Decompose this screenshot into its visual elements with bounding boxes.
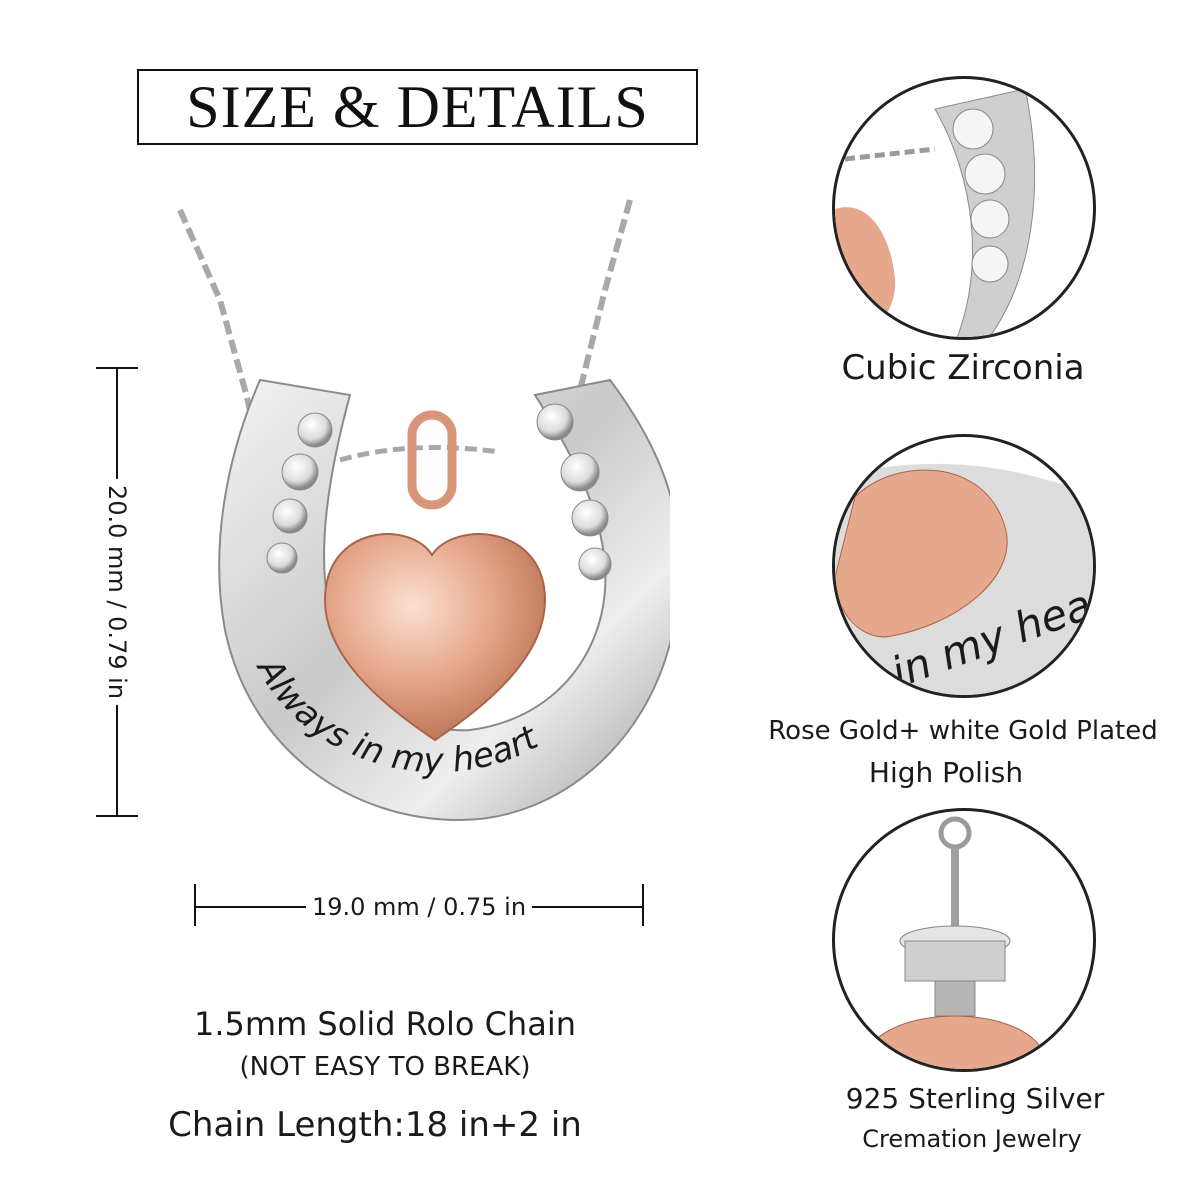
page-title: SIZE & DETAILS [186, 73, 649, 140]
detail-zirconia-caption: Cubic Zirconia [841, 348, 1085, 388]
width-label: 19.0 mm / 0.75 in [305, 893, 533, 921]
detail-zirconia-image [832, 76, 1096, 340]
detail-screw-image [832, 808, 1096, 1072]
page-title-box: SIZE & DETAILS [137, 69, 698, 145]
detail-plating-image: in my heart [832, 434, 1096, 698]
detail-silver-caption: 925 Sterling Silver [845, 1082, 1105, 1115]
chain-note: (NOT EASY TO BREAK) [239, 1052, 531, 1082]
height-label: 20.0 mm / 0.79 in [103, 478, 131, 706]
pendant-illustration: Always in my heart [177, 199, 670, 822]
chain-spec: 1.5mm Solid Rolo Chain [194, 1005, 576, 1043]
detail-cremation-caption: Cremation Jewelry [862, 1125, 1082, 1153]
chain-length: Chain Length:18 in+2 in [168, 1105, 582, 1145]
detail-plating-caption: Rose Gold+ white Gold Plated [768, 716, 1158, 746]
detail-polish-caption: High Polish [868, 756, 1024, 789]
